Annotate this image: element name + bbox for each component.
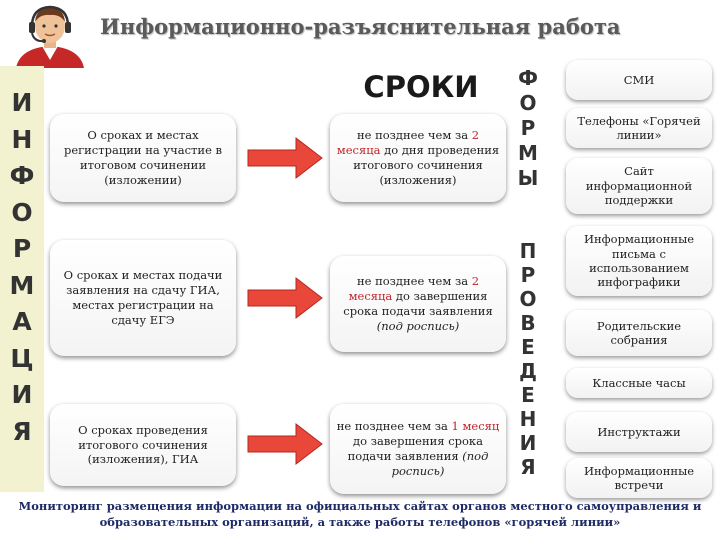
vertical-letter: Е — [521, 383, 535, 407]
vertical-letter: Я — [12, 416, 32, 446]
vertical-letter: Д — [519, 359, 537, 383]
form-item-smi: СМИ — [566, 60, 712, 100]
vertical-letter: И — [11, 88, 33, 117]
vertical-letter: Ф — [9, 161, 35, 190]
info-text: О сроках проведения итогового сочинения … — [78, 422, 208, 467]
vertical-letter: И — [519, 431, 537, 455]
vertical-letter: В — [520, 311, 536, 335]
form-item-info-meetings: Информационные встречи — [566, 458, 712, 498]
vertical-word-formy: Ф О Р М Ы — [510, 68, 546, 193]
deadline-box-1: не позднее чем за 2 месяца до дня провед… — [330, 114, 506, 202]
operator-avatar-icon — [16, 5, 84, 68]
form-item-website: Сайт информационной поддержки — [566, 158, 712, 214]
vertical-letter: Ы — [517, 166, 539, 190]
deadline-box-2: не позднее чем за 2 месяца до завершения… — [330, 256, 506, 352]
vertical-letter: Р — [12, 234, 32, 263]
form-item-briefings: Инструктажи — [566, 412, 712, 452]
deadline-text: не позднее чем за 2 месяца до завершения… — [343, 274, 493, 333]
vertical-letter: О — [519, 287, 537, 311]
form-item-parent-meetings: Родительские собрания — [566, 310, 712, 356]
footer-note: Мониторинг размещения информации на офиц… — [18, 499, 702, 529]
vertical-letter: П — [519, 239, 537, 263]
sroki-heading: СРОКИ — [363, 70, 479, 104]
vertical-letter: Н — [519, 407, 537, 431]
vertical-letter: Ц — [10, 343, 34, 373]
page-title: Информационно-разъяснительная работа — [100, 14, 621, 39]
vertical-letter: Р — [520, 263, 536, 287]
vertical-word-provedeniya: П Р О В Е Д Е Н И Я — [510, 241, 546, 481]
arrow-right-icon — [247, 422, 323, 466]
arrow-right-icon — [247, 136, 323, 180]
info-box-1: О сроках и местах регистрации на участие… — [50, 114, 236, 202]
deadline-box-3: не позднее чем за 1 месяц до завершения … — [330, 404, 506, 494]
form-item-class-hours: Классные часы — [566, 368, 712, 398]
vertical-letter: А — [12, 307, 32, 336]
vertical-letter: Я — [520, 455, 536, 479]
vertical-letter: И — [11, 380, 33, 409]
vertical-letter: Н — [11, 124, 33, 154]
form-item-hotline: Телефоны «Горячей линии» — [566, 108, 712, 148]
vertical-letter: Р — [520, 116, 536, 140]
arrow-right-icon — [247, 276, 323, 320]
info-text: О сроках и местах подачи заявления на сд… — [63, 268, 223, 327]
vertical-letter: Е — [521, 335, 535, 359]
vertical-word-informatsiya: И Н Ф О Р М А Ц И Я — [0, 90, 44, 455]
deadline-text: не позднее чем за 2 месяца до дня провед… — [336, 128, 500, 187]
info-box-2: О сроках и местах подачи заявления на сд… — [50, 240, 236, 356]
deadline-text: не позднее чем за 1 месяц до завершения … — [336, 419, 500, 478]
left-sidebar-band — [0, 66, 44, 492]
form-item-letters: Информационные письма с использованием и… — [566, 226, 712, 296]
vertical-letter: М — [518, 141, 538, 165]
info-text: О сроках и местах регистрации на участие… — [63, 128, 223, 187]
vertical-letter: М — [9, 270, 35, 300]
vertical-letter: Ф — [518, 66, 538, 90]
vertical-letter: О — [519, 91, 537, 115]
vertical-letter: О — [11, 197, 33, 227]
info-box-3: О сроках проведения итогового сочинения … — [50, 404, 236, 486]
